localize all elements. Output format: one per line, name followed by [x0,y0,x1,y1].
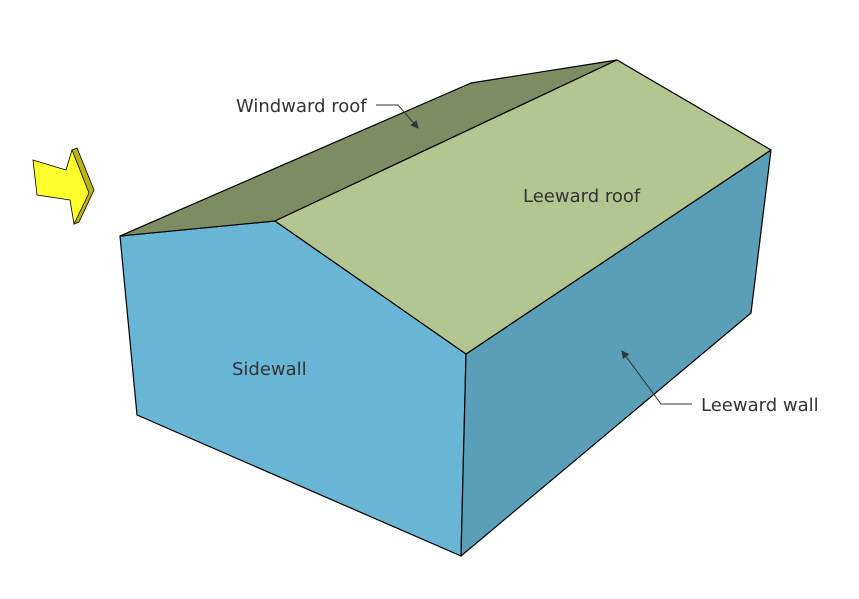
wind-arrow-face [32,148,90,226]
leeward-wall-leader [621,350,692,405]
windward-roof-label: Windward roof [236,96,367,117]
leeward-roof-face [274,59,772,355]
windward-roof-leader [376,104,419,129]
sidewall-label: Sidewall [232,359,307,380]
wind-arrow-icon [32,147,95,226]
leeward-wall-label: Leeward wall [701,395,819,416]
leeward-roof-label: Leeward roof [523,186,641,207]
